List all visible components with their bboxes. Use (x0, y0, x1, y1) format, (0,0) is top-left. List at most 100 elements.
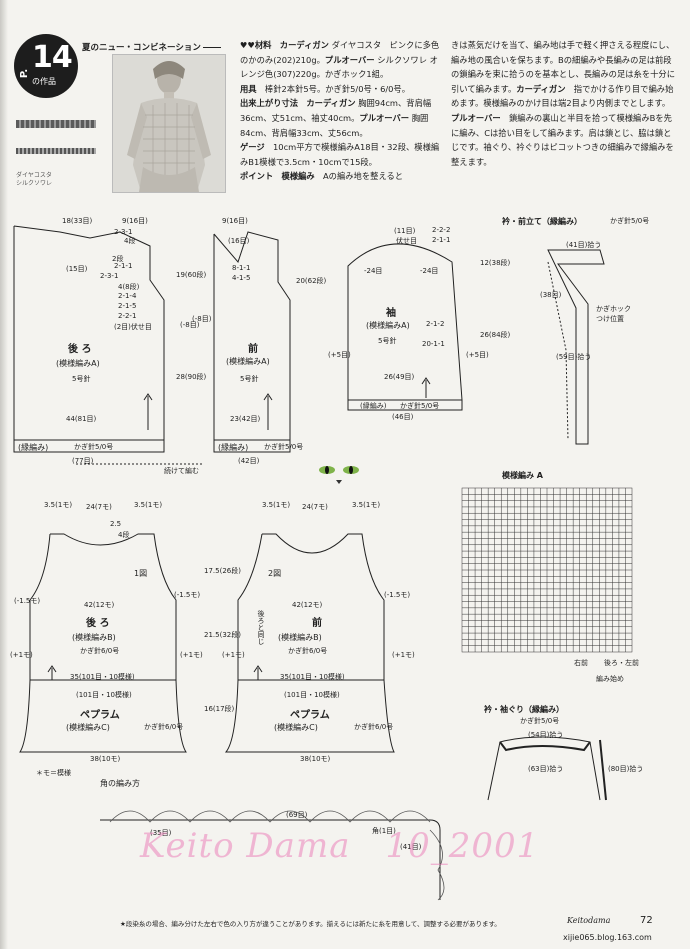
intro-l5-t: 10cm平方で模様編みA18目・32段、模様編みB1模様で3.5cm・10cmで… (240, 142, 440, 167)
intro-r2-t: 鎖編みの裏山と半目を拾って模様編みBを先に編み、Cは拾い目をして編みます。肩は鎖… (451, 112, 674, 167)
pb-hook6-c: かぎ針6/0号 (144, 723, 184, 731)
back-arm3: 2-1-5 (118, 302, 137, 310)
front-needle: 5号針 (240, 375, 259, 383)
front-side1: (-8目) (192, 315, 212, 323)
same-as-back: 後ろと同じ (257, 610, 265, 645)
corner-1st: 角(1目) (372, 827, 396, 835)
intro-l6-t: Aの編み地を整えると (314, 171, 404, 182)
front-piece-outline (213, 231, 291, 441)
instructions-left: ♥♥材料 カーディガン ダイヤコスタ ピンクに多色のかのみ(202)210g。プ… (240, 38, 446, 184)
back-edging-label: (縁編み) (18, 443, 49, 452)
intro-l5-b: ゲージ (240, 142, 265, 153)
pf-side2: (+1モ) (392, 651, 415, 659)
front-edging-hook: かぎ針5/0号 (264, 443, 304, 451)
pf-top3: 3.5(1モ) (352, 501, 381, 509)
pb-peplum2: (101目・10模様) (76, 691, 132, 699)
back-arm2: 2-1-4 (118, 292, 137, 300)
front-width: 23(42目) (230, 415, 261, 423)
back-edging-st: (77目) (72, 457, 94, 465)
intro-l1-t: シルクソワレ オレンジ色(307)220g。かぎホック1組。 (240, 54, 438, 80)
brand-name: Keitodama (567, 916, 611, 925)
ca-63: (63目)拾う (528, 765, 564, 773)
back-width: 44(81目) (66, 415, 97, 423)
sleeve-inc-l: (+5目) (328, 351, 351, 359)
pullover-back-outline (29, 533, 177, 681)
front-neck: (16目) (228, 237, 250, 245)
corner-41: (41目) (400, 843, 422, 851)
intro-l2-b: 用具 (240, 83, 257, 94)
binding-shadow (0, 0, 8, 949)
intro-l6-b: ポイント 模様編み (240, 171, 315, 182)
intro-r1-b: カーディガン (516, 83, 566, 94)
pf-peplum-title: ペプラム (290, 710, 330, 721)
back-neck: (15目) (66, 265, 88, 273)
pf-top2: 24(7モ) (302, 503, 328, 511)
pullover-back-peplum (19, 679, 187, 753)
pf-pattern-c: (模様編みC) (274, 723, 318, 732)
corner-title: 角の編み方 (100, 779, 140, 788)
sleeve-top: (11目) (394, 227, 416, 235)
model-photo-illustration (113, 55, 225, 192)
collar-armhole-title: 衿・袖ぐり（縁編み） (484, 705, 564, 714)
corner-69: (69目) (286, 811, 308, 819)
ca-54: (54目)拾う (528, 731, 564, 739)
front-edging-st: (42目) (238, 457, 260, 465)
pullover-front-peplum (224, 679, 395, 753)
collar-armhole-hook: かぎ針5/0号 (520, 717, 560, 725)
yarn-sample-2 (16, 148, 96, 154)
cat-face-decoration (319, 466, 359, 484)
front-band-outline (547, 249, 605, 445)
pf-hook6-c: かぎ針6/0号 (354, 723, 394, 731)
front-neck2: 8-1-1 (232, 264, 251, 272)
pb-h3: 16(17段) (204, 705, 235, 713)
front-shoulder: 9(16目) (222, 217, 248, 225)
sleeve-top2: 伏せ目 (396, 237, 417, 245)
instructions-right: きは蒸気だけを当て、編み地は手で軽く押さえる程度にし、編み地の風合いを保ちます。… (451, 38, 677, 169)
pf-width: 42(12モ) (292, 601, 323, 609)
model-photo (112, 54, 226, 193)
footnote: ★段染糸の場合、編み分けた左右で色の入り方が違うことがあります。揃えるには新たに… (120, 920, 501, 928)
pb-h1: 17.5(26段) (204, 567, 241, 575)
yarn-sample-1 (16, 120, 96, 128)
intro-l4-t: 胸囲84cm、背肩幅33cm、丈56cm。 (240, 112, 429, 138)
front-neck3: 4-1-5 (232, 274, 251, 282)
sleeve-cap2: 12(38段) (480, 259, 511, 267)
back-top: 18(33目) (62, 217, 93, 225)
back-neck3: 4段 (124, 237, 136, 245)
page-suffix: の作品 (32, 77, 56, 86)
back-left-front-label: 後ろ・左前 (604, 659, 639, 667)
back-arm: 4(8段) (118, 283, 140, 291)
pf-peplum: 35(101目・10模様) (280, 673, 345, 681)
pb-peplum-w: 38(10モ) (90, 755, 121, 763)
pb-shoulder2: 4段 (118, 531, 130, 539)
front-band-inner (547, 261, 569, 441)
back-rows1: 2-1-1 (114, 262, 133, 270)
back-side2: 19(60段) (176, 271, 207, 279)
pb-shoulder: 2.5 (110, 520, 122, 528)
start-label: 編み始め (596, 675, 624, 683)
back-piece-outline (13, 225, 165, 441)
sleeve-dec4: 20-1-1 (422, 340, 445, 348)
sleeve-title: 袖 (386, 308, 396, 319)
pb-hook: かぎ針6/0号 (80, 647, 120, 655)
page-number-badge: 14 (32, 40, 73, 75)
yarn-label: ダイヤコスタ シルクソワレ (16, 172, 53, 187)
front-pattern: (模様編みA) (226, 357, 270, 366)
sleeve-outline (347, 243, 463, 401)
pb-top1: 3.5(1モ) (44, 501, 73, 509)
back-title: 後 ろ (68, 344, 92, 355)
page-badge: P. 14 の作品 (14, 34, 78, 98)
hook-eye-label: かぎホック つけ位置 (596, 305, 631, 323)
back-neck-rows: 2段 (112, 255, 124, 263)
pb-top2: 24(7モ) (86, 503, 112, 511)
pf-side2-l: (+1モ) (222, 651, 245, 659)
collar-armhole-diagram (487, 736, 601, 801)
collar-41: (41目)拾う (566, 241, 602, 249)
pattern-a-title: 模様編み A (502, 471, 543, 480)
sleeve-edging (347, 400, 463, 411)
pb-peplum: 35(101目・10模様) (70, 673, 135, 681)
pf-pattern: (模様編みB) (278, 633, 322, 642)
back-neck2: 2-3-1 (100, 272, 119, 280)
collar-front-band-hook: かぎ針5/0号 (610, 217, 650, 225)
fig2-label: 2図 (268, 569, 282, 578)
